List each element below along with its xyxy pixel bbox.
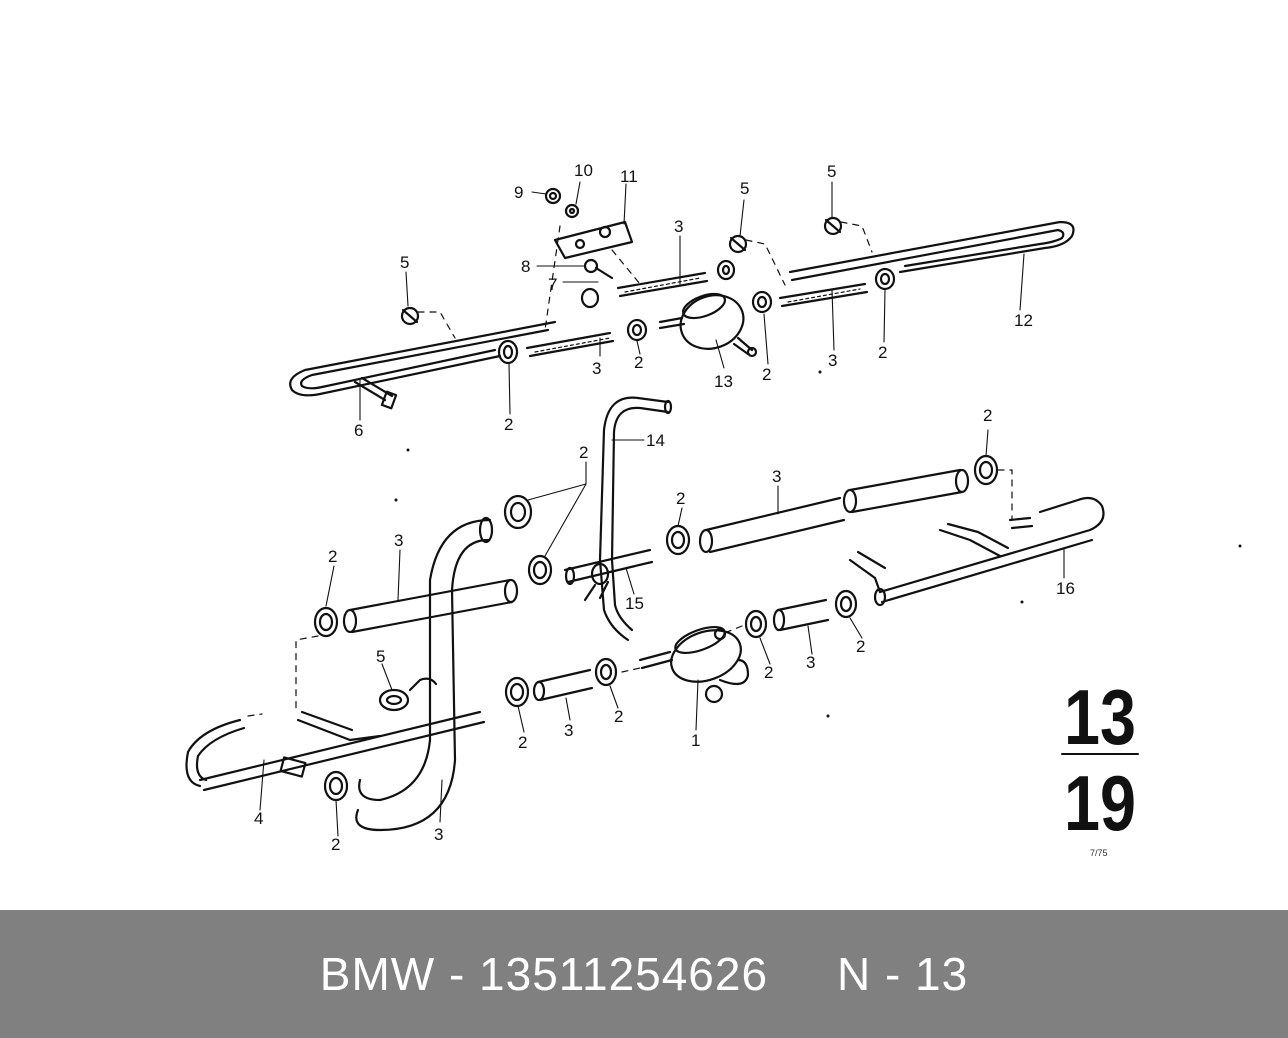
washer-10	[564, 203, 580, 219]
callout-11: 11	[620, 167, 638, 186]
callout-3: 3	[674, 217, 683, 236]
callout-4: 4	[254, 809, 263, 828]
clamp-2-low-b	[594, 657, 618, 687]
fuel-rail-16	[848, 496, 1105, 607]
clamp-2-low-c	[744, 609, 768, 639]
stray-dots	[394, 370, 1242, 718]
callout-9: 9	[514, 183, 523, 202]
clamp-2-mid-e	[313, 606, 339, 638]
callout-2: 2	[504, 415, 513, 434]
clamp-2-low-e	[323, 770, 349, 802]
callout-5: 5	[400, 253, 409, 272]
dashed-leaders-lower	[247, 469, 1013, 717]
callout-5: 5	[376, 647, 385, 666]
clip-5-top-b	[728, 234, 748, 254]
callout-10: 10	[574, 161, 593, 180]
hose-3-low-a	[532, 668, 594, 702]
callout-3: 3	[772, 467, 781, 486]
callout-3: 3	[564, 721, 573, 740]
callout-3: 3	[434, 825, 443, 844]
clamp-2-top-d	[874, 267, 896, 291]
clamp-2-top-c	[751, 290, 773, 314]
callout-2: 2	[676, 489, 685, 508]
callout-2: 2	[634, 353, 643, 372]
callout-14: 14	[646, 431, 665, 450]
callout-7: 7	[548, 275, 557, 294]
callout-5: 5	[827, 162, 836, 181]
date-mark: 7/75	[1090, 848, 1108, 858]
callout-15: 15	[625, 594, 644, 613]
callout-2: 2	[878, 343, 887, 362]
clip-5-top-c	[823, 216, 843, 236]
callout-2: 2	[983, 406, 992, 425]
hose-3-top-left	[525, 331, 615, 358]
callout-leaders	[259, 181, 1065, 837]
clamp-2-top-a	[497, 339, 519, 365]
hose-3-mid-left	[342, 578, 519, 634]
clip-5-top-a	[400, 306, 420, 326]
hose-3-top-right	[778, 282, 869, 308]
callout-2: 2	[328, 547, 337, 566]
hose-14	[598, 396, 673, 642]
dashed-leaders-top	[417, 221, 873, 339]
callout-2: 2	[614, 707, 623, 726]
section-number-bottom: 19	[1064, 759, 1136, 847]
callout-3: 3	[592, 359, 601, 378]
hose-3-top-center	[616, 271, 709, 298]
footer-bar: BMW - 13511254626 N - 13	[0, 910, 1288, 1038]
clamp-2-mid-c	[665, 524, 691, 556]
fuel-rail-4	[185, 677, 486, 792]
bracket-11	[553, 220, 634, 260]
nut-9	[544, 187, 562, 205]
fuel-pipe-6	[289, 320, 557, 410]
clamp-2-low-a	[504, 676, 530, 708]
callout-2: 2	[331, 835, 340, 854]
hose-3-long-curved	[355, 516, 494, 832]
callout-12: 12	[1014, 311, 1033, 330]
clamp-2-top-e	[716, 259, 736, 281]
parts-diagram: 10 11 9 5 5 3 8 7 5 12 3 2 13 2 3 2 2 6 …	[185, 161, 1242, 858]
pressure-regulator-13	[658, 292, 758, 358]
clamp-2-mid-b	[527, 554, 553, 586]
section-number-top: 13	[1064, 673, 1136, 761]
hose-3-low-b	[772, 598, 830, 632]
bolt-8	[583, 258, 614, 280]
clamp-2-mid-d	[973, 454, 999, 486]
t-connector-15	[563, 548, 654, 602]
callout-3: 3	[828, 351, 837, 370]
callout-1: 1	[691, 731, 700, 750]
callout-6: 6	[354, 421, 363, 440]
clamp-2-top-b	[626, 318, 648, 342]
pressure-regulator-1	[638, 625, 750, 704]
fuel-pipe-12	[788, 220, 1075, 282]
clamp-2-mid-a	[503, 494, 533, 530]
callout-2: 2	[518, 733, 527, 752]
callout-2: 2	[762, 365, 771, 384]
hose-3-mid-right	[698, 468, 970, 554]
callout-3: 3	[806, 653, 815, 672]
callout-13: 13	[714, 372, 733, 391]
part-number-caption: BMW - 13511254626 N - 13	[319, 948, 969, 1000]
clip-5-low	[378, 688, 410, 712]
parts-diagram-svg: 10 11 9 5 5 3 8 7 5 12 3 2 13 2 3 2 2 6 …	[185, 161, 1242, 858]
callout-8: 8	[521, 257, 530, 276]
callout-3: 3	[394, 531, 403, 550]
callout-2: 2	[764, 663, 773, 682]
callout-2: 2	[856, 637, 865, 656]
clamp-2-top-f	[580, 287, 600, 309]
callout-5: 5	[740, 179, 749, 198]
callout-16: 16	[1056, 579, 1075, 598]
callout-2: 2	[579, 443, 588, 462]
clamp-2-low-d	[834, 589, 858, 619]
